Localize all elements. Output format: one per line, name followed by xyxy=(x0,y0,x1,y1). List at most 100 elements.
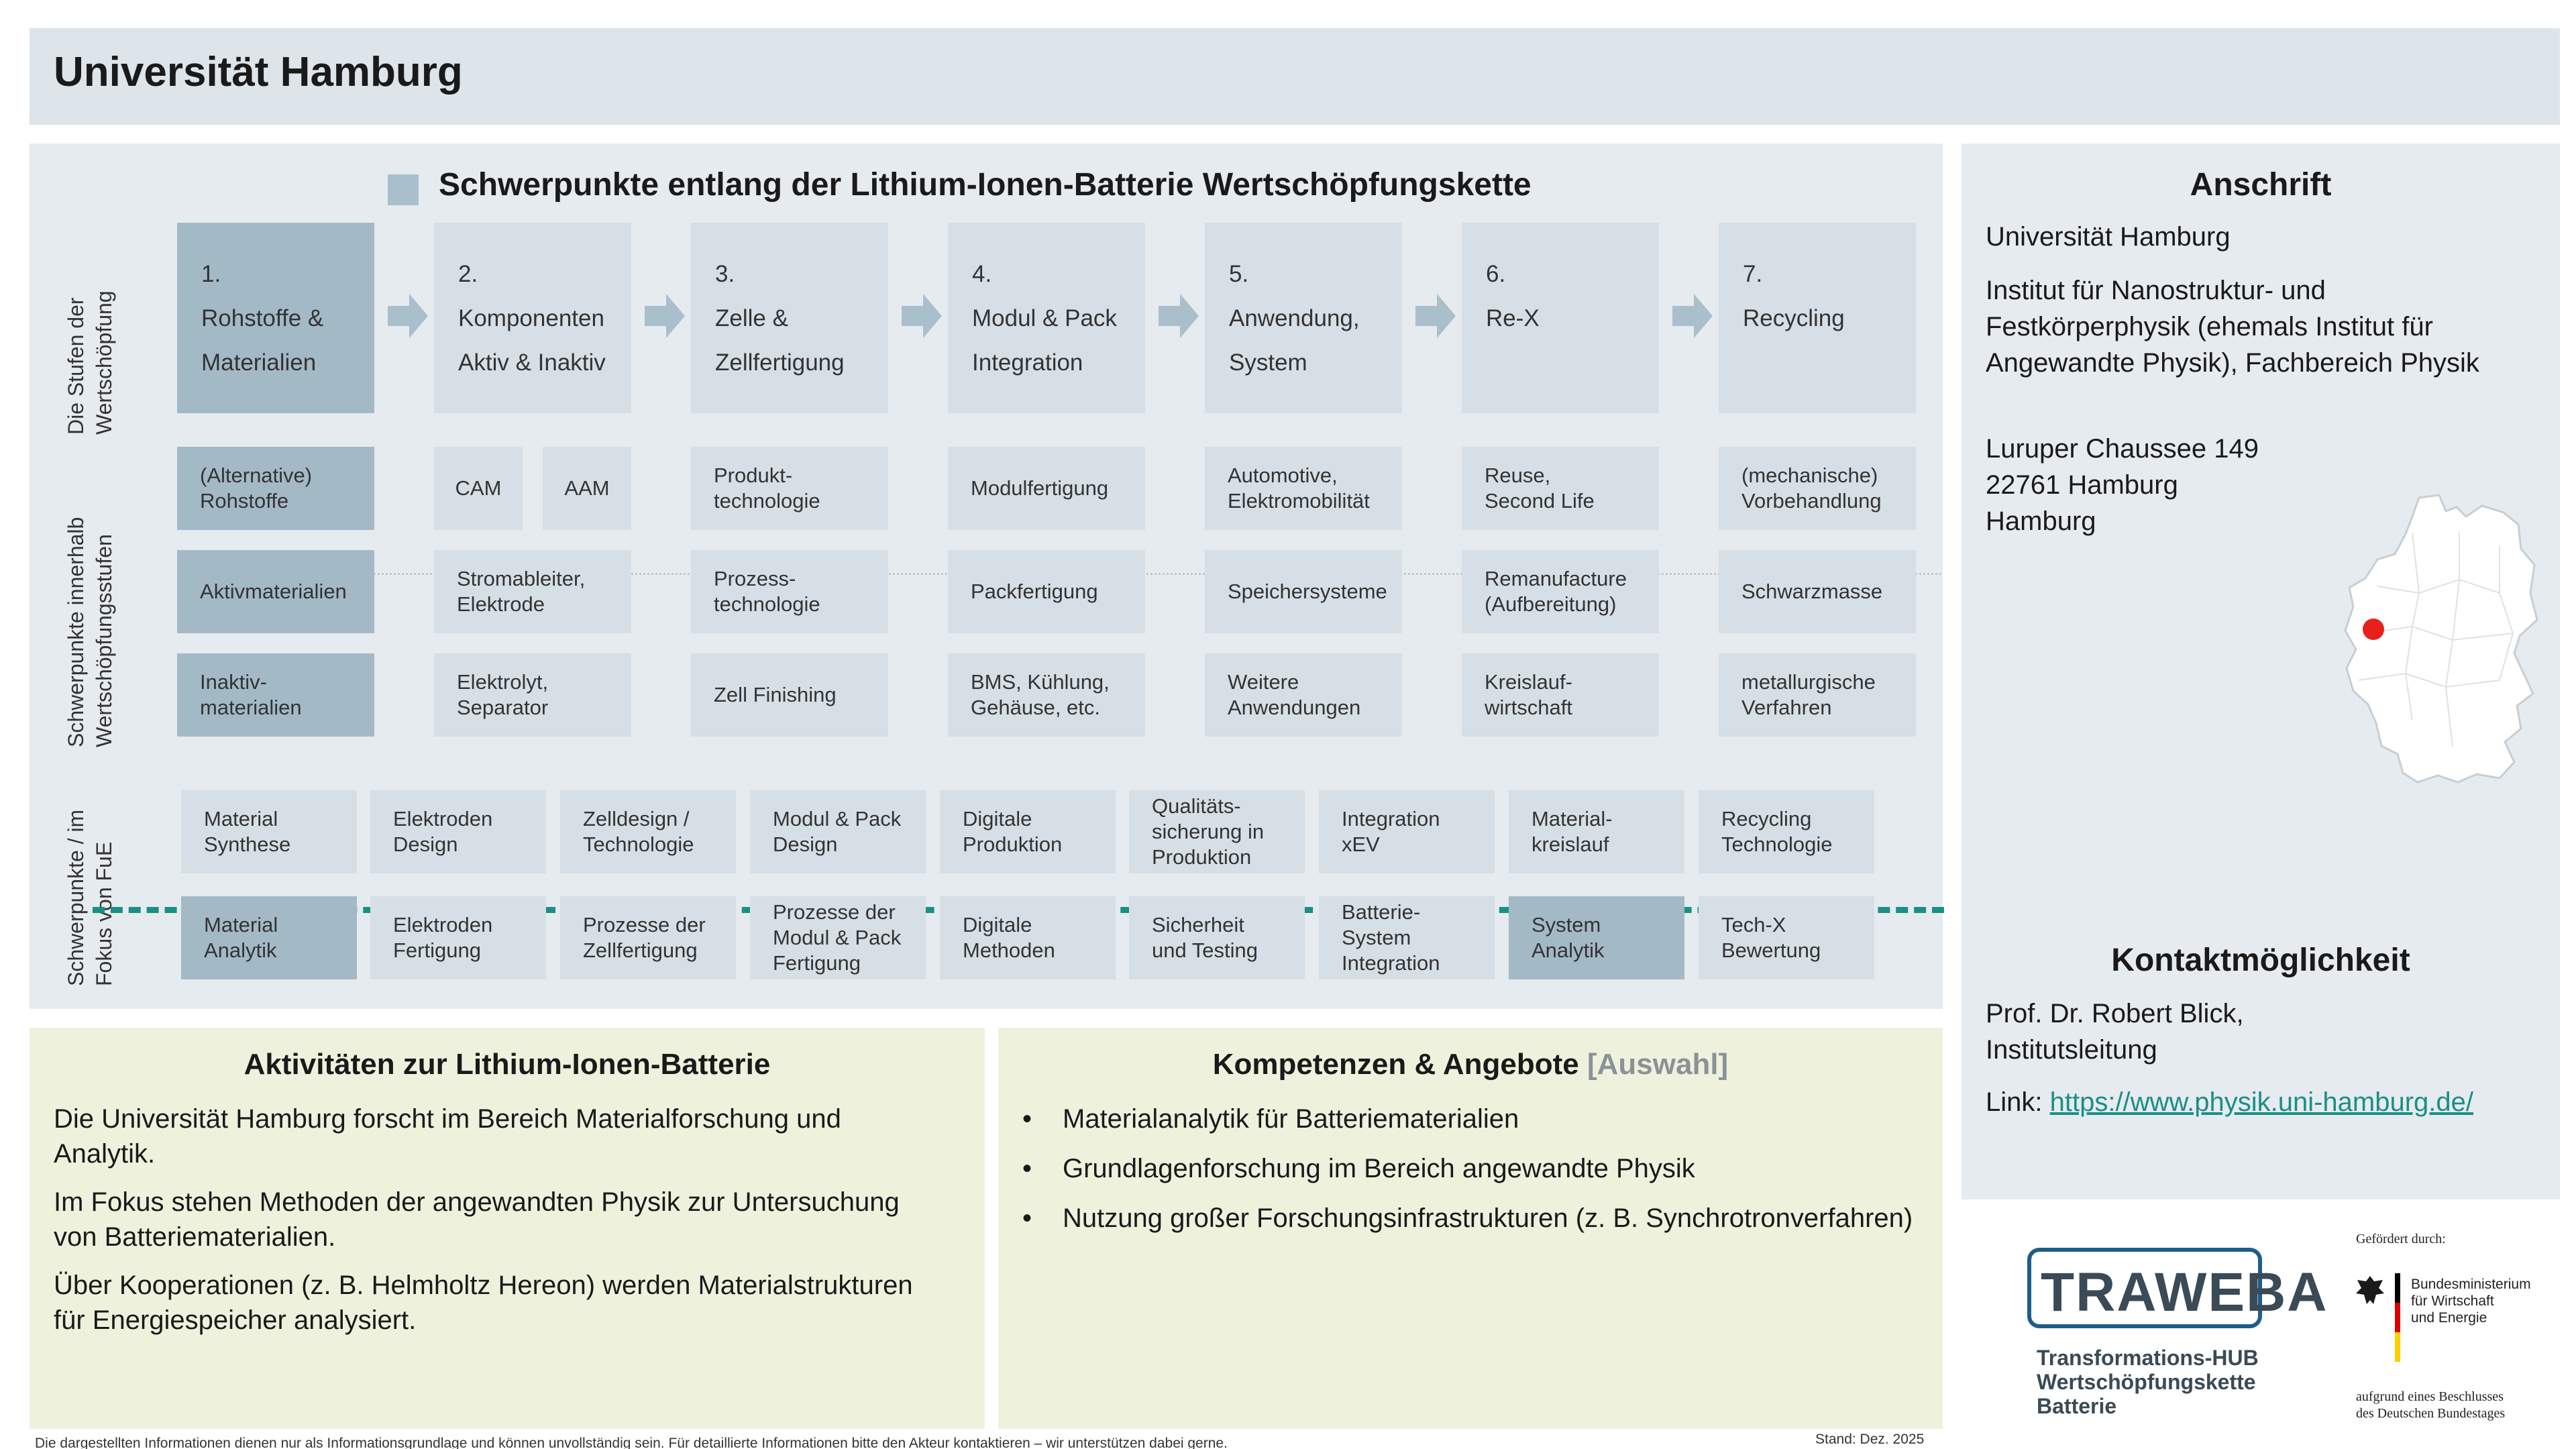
focus-box: Aktivmaterialien xyxy=(177,550,374,633)
focus-box: Modulfertigung xyxy=(948,447,1145,530)
stage-number: 6. xyxy=(1486,261,1506,287)
stage-label: Rohstoffe & Materialien xyxy=(201,305,324,376)
title-square-icon xyxy=(388,174,419,205)
title-bar: Universität Hamburg xyxy=(30,28,2560,125)
focus-box: Inaktiv- materialien xyxy=(177,653,374,737)
rd-box: Material Synthese xyxy=(181,790,357,873)
focus-box: Prozess- technologie xyxy=(691,550,888,633)
focus-box: (Alternative) Rohstoffe xyxy=(177,447,374,530)
activities-panel: Aktivitäten zur Lithium-Ionen-Batterie D… xyxy=(30,1028,985,1429)
stage-1: 1. Rohstoffe & Materialien xyxy=(177,223,374,413)
focus-box: Automotive, Elektromobilität xyxy=(1205,447,1402,530)
focus-box: Stromableiter, Elektrode xyxy=(434,550,631,633)
rd-box: Modul & Pack Design xyxy=(750,790,926,873)
rd-box: Elektroden Design xyxy=(370,790,546,873)
focus-box: Zell Finishing xyxy=(691,653,888,737)
competence-item-text: Grundlagenforschung im Bereich angewandt… xyxy=(1063,1154,1695,1183)
rd-box: Material Analytik xyxy=(181,896,357,979)
stage-3: 3. Zelle & Zellfertigung xyxy=(691,223,888,413)
ministry-name: Bundesministerium für Wirtschaft und Ene… xyxy=(2411,1277,2531,1326)
arrow-right-icon xyxy=(388,294,428,338)
address-title: Anschrift xyxy=(2190,167,2332,203)
stage-5: 5. Anwendung, System xyxy=(1205,223,1402,413)
stage-number: 3. xyxy=(715,261,735,287)
competences-panel: Kompetenzen & Angebote [Auswahl] •Materi… xyxy=(998,1028,1943,1429)
address-name: Universität Hamburg xyxy=(1986,222,2231,252)
competences-title: Kompetenzen & Angebote [Auswahl] xyxy=(998,1048,1943,1081)
arrow-right-icon xyxy=(902,294,942,338)
rd-box: Tech-X Bewertung xyxy=(1699,896,1874,979)
stage-7: 7. Recycling xyxy=(1719,223,1916,413)
arrow-right-icon xyxy=(1159,294,1199,338)
arrow-right-icon xyxy=(1672,294,1713,338)
focus-box: Packfertigung xyxy=(948,550,1145,633)
stage-label: Anwendung, System xyxy=(1229,305,1360,376)
rd-box: Digitale Produktion xyxy=(940,790,1116,873)
rd-box: Zelldesign / Technologie xyxy=(560,790,736,873)
competence-item-text: Nutzung großer Forschungsinfrastrukturen… xyxy=(1063,1203,1913,1233)
stage-label: Modul & Pack Integration xyxy=(972,305,1117,376)
address-institute: Institut für Nanostruktur- und Festkörpe… xyxy=(1986,276,2479,378)
focus-box: Remanufacture (Aufbereitung) xyxy=(1462,550,1659,633)
stage-number: 2. xyxy=(458,261,478,287)
rd-box: Digitale Methoden xyxy=(940,896,1116,979)
focus-box: BMS, Kühlung, Gehäuse, etc. xyxy=(948,653,1145,737)
activities-paragraph: Über Kooperationen (z. B. Helmholtz Here… xyxy=(54,1271,913,1335)
rd-box: Material- kreislauf xyxy=(1509,790,1684,873)
stage-number: 5. xyxy=(1229,261,1249,287)
value-chain-panel: Schwerpunkte entlang der Lithium-Ionen-B… xyxy=(30,144,1944,1009)
competences-title-text: Kompetenzen & Angebote xyxy=(1212,1048,1579,1081)
traweba-logo-text: TRAWEBA xyxy=(2041,1262,2328,1323)
page-title: Universität Hamburg xyxy=(54,49,463,95)
rd-box: System Analytik xyxy=(1509,896,1684,979)
activities-title: Aktivitäten zur Lithium-Ionen-Batterie xyxy=(244,1048,771,1081)
activities-paragraph: Die Universität Hamburg forscht im Berei… xyxy=(54,1104,841,1169)
rd-box: Recycling Technologie xyxy=(1699,790,1874,873)
activities-paragraph: Im Fokus stehen Methoden der angewandten… xyxy=(54,1187,900,1252)
rd-box: Elektroden Fertigung xyxy=(370,896,546,979)
traweba-logo: TRAWEBA xyxy=(2027,1248,2327,1328)
location-marker-icon xyxy=(2363,619,2384,640)
rd-box: Prozesse der Zellfertigung xyxy=(560,896,736,979)
contact-link-row: Link: https://www.physik.uni-hamburg.de/ xyxy=(1986,1084,2473,1120)
focus-box: Elektrolyt, Separator xyxy=(434,653,631,737)
rd-box: Batterie- System Integration xyxy=(1319,896,1495,979)
contact-title: Kontaktmöglichkeit xyxy=(2111,943,2410,978)
focus-box: CAM xyxy=(434,447,523,530)
focus-box: metallurgische Verfahren xyxy=(1719,653,1916,737)
rd-box: Qualitäts- sicherung in Produktion xyxy=(1129,790,1305,873)
rd-box: Prozesse der Modul & Pack Fertigung xyxy=(750,896,926,979)
funded-by-label: Gefördert durch: xyxy=(2356,1232,2446,1246)
bundestag-note: aufgrund eines Beschlusses des Deutschen… xyxy=(2356,1389,2506,1421)
stage-2: 2. Komponenten Aktiv & Inaktiv xyxy=(434,223,631,413)
address-street: Luruper Chaussee 149 22761 Hamburg Hambu… xyxy=(1986,434,2259,536)
focus-box: AAM xyxy=(543,447,631,530)
arrow-right-icon xyxy=(645,294,685,338)
focus-box: Schwarzmasse xyxy=(1719,550,1916,633)
focus-box: Speichersysteme xyxy=(1205,550,1402,633)
traweba-subtitle: Transformations-HUB Wertschöpfungskette … xyxy=(2037,1346,2259,1418)
row-label-rd-text: Schwerpunkte / im Fokus von FuE xyxy=(64,809,116,986)
website-link[interactable]: https://www.physik.uni-hamburg.de/ xyxy=(2049,1087,2474,1117)
disclaimer-note: Die dargestellten Informationen dienen n… xyxy=(35,1436,1228,1449)
germany-map-icon xyxy=(2344,494,2538,784)
value-chain-title: Schwerpunkte entlang der Lithium-Ionen-B… xyxy=(439,167,1532,203)
focus-box: Weitere Anwendungen xyxy=(1205,653,1402,737)
contact-person: Prof. Dr. Robert Blick, Institutsleitung xyxy=(1986,999,2244,1065)
stage-number: 4. xyxy=(972,261,992,287)
stage-number: 1. xyxy=(201,261,221,287)
focus-box: Produkt- technologie xyxy=(691,447,888,530)
stage-number: 7. xyxy=(1743,261,1763,287)
stand-date: Stand: Dez. 2025 xyxy=(1815,1432,1925,1447)
competences-title-suffix: [Auswahl] xyxy=(1587,1048,1729,1081)
stage-label: Zelle & Zellfertigung xyxy=(715,305,845,376)
stage-label: Re-X xyxy=(1486,305,1540,331)
rd-box: Sicherheit und Testing xyxy=(1129,896,1305,979)
eagle-icon xyxy=(2356,1276,2384,1304)
stage-label: Komponenten Aktiv & Inaktiv xyxy=(458,305,606,376)
competence-item-text: Materialanalytik für Batteriematerialien xyxy=(1063,1104,1519,1134)
flag-stripe xyxy=(2395,1273,2400,1362)
arrow-right-icon xyxy=(1415,294,1456,338)
stage-label: Recycling xyxy=(1743,305,1845,331)
address-panel: Anschrift Universität Hamburg Institut f… xyxy=(1962,144,2560,1199)
